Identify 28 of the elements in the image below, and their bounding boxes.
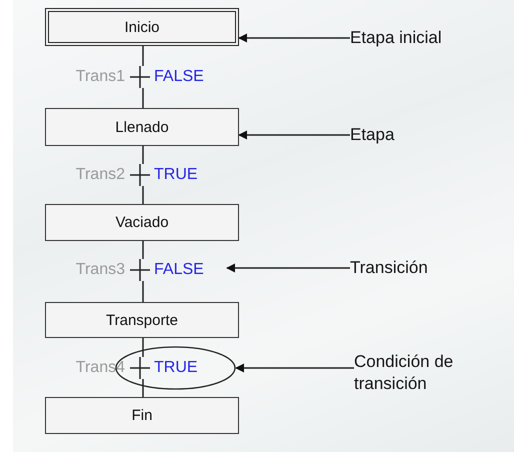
transition-condition: TRUE (153, 166, 198, 184)
connector-line (142, 88, 144, 108)
connector-line (142, 281, 144, 302)
connector-line (142, 379, 144, 397)
connector-line (142, 46, 144, 66)
transition-name: Trans3 (74, 261, 126, 279)
transition-name: Trans1 (74, 68, 126, 86)
annotation-text: Condición de transición (354, 351, 494, 397)
arrow (238, 34, 350, 42)
arrow (235, 364, 354, 372)
annotation-text: Etapa inicial (350, 27, 500, 51)
step-box: Llenado (45, 108, 239, 146)
step-box: Transporte (45, 302, 239, 338)
annotation-text: Transición (350, 257, 480, 281)
connector-line (142, 186, 144, 204)
transition-name: Trans2 (74, 166, 126, 184)
step-box: Fin (45, 397, 239, 434)
transition-condition: FALSE (153, 261, 204, 279)
connector-line (142, 146, 144, 164)
step-box: Vaciado (45, 204, 239, 241)
transition-condition: TRUE (153, 359, 198, 377)
arrow (226, 264, 350, 272)
arrow (238, 130, 350, 140)
connector-line (142, 338, 144, 357)
initial-step-box: Inicio (45, 8, 239, 46)
annotation-text: Etapa (350, 124, 470, 148)
transition-condition: FALSE (153, 68, 204, 86)
connector-line (142, 241, 144, 259)
